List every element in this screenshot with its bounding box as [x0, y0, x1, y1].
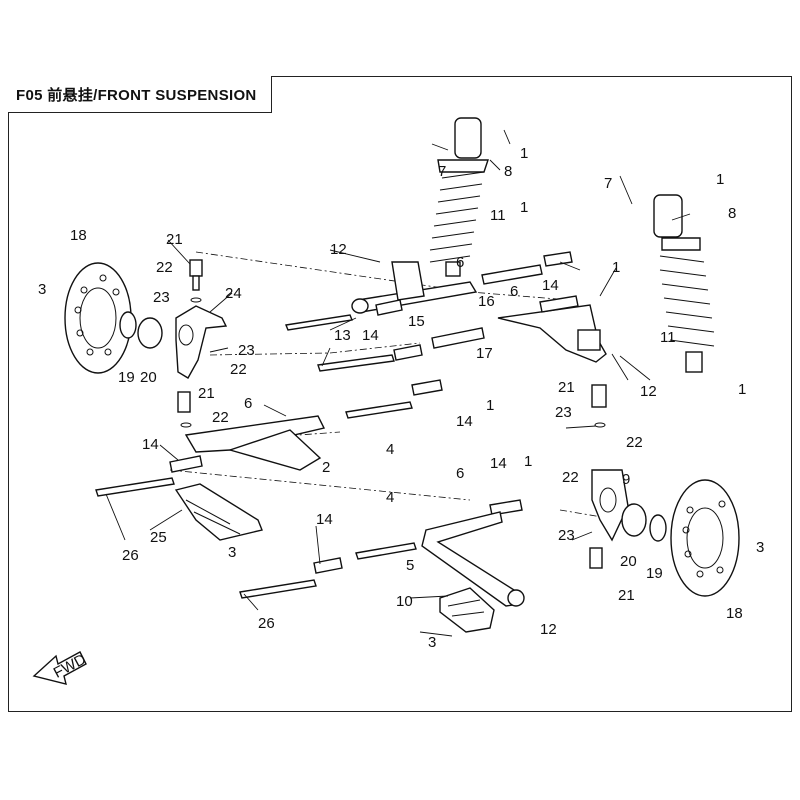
callout-1: 1: [520, 145, 528, 162]
callout-23: 23: [555, 404, 572, 421]
forward-direction-arrow: FWD: [32, 651, 89, 685]
callout-7: 7: [438, 163, 446, 180]
callout-1: 1: [716, 171, 724, 188]
callout-5: 5: [406, 557, 414, 574]
callout-6: 6: [510, 283, 518, 300]
callout-22: 22: [562, 469, 579, 486]
callout-16: 16: [478, 293, 495, 310]
left-skid-plate: [174, 483, 263, 541]
callout-11: 11: [490, 207, 506, 224]
callout-11: 11: [660, 329, 676, 346]
callout-24: 24: [225, 285, 242, 302]
right-wheel-bearing: [621, 503, 667, 542]
callout-3: 3: [38, 281, 46, 298]
callout-1: 1: [738, 381, 746, 398]
callout-13: 13: [334, 327, 351, 344]
callout-6: 6: [456, 465, 464, 482]
callout-2: 2: [322, 459, 330, 476]
callout-23: 23: [238, 342, 255, 359]
callout-22: 22: [626, 434, 643, 451]
callout-1: 1: [486, 397, 494, 414]
callout-20: 20: [620, 553, 637, 570]
callout-26: 26: [122, 547, 139, 564]
callout-14: 14: [490, 455, 507, 472]
callout-8: 8: [728, 205, 736, 222]
callout-26: 26: [258, 615, 275, 632]
callout-21: 21: [618, 587, 635, 604]
callout-23: 23: [558, 527, 575, 544]
left-ball-joints: [177, 259, 203, 428]
callout-19: 19: [646, 565, 663, 582]
diagram-frame: [8, 76, 792, 712]
callout-8: 8: [504, 163, 512, 180]
callout-21: 21: [558, 379, 575, 396]
callout-14: 14: [142, 436, 159, 453]
left-steering-knuckle: [175, 305, 228, 379]
callout-22: 22: [230, 361, 247, 378]
right-shock-absorber: [653, 194, 715, 373]
callout-9: 9: [622, 471, 630, 488]
callout-4: 4: [386, 441, 394, 458]
callout-20: 20: [140, 369, 157, 386]
callout-6: 6: [244, 395, 252, 412]
callout-3: 3: [756, 539, 764, 556]
bushings: [169, 251, 579, 574]
callout-12: 12: [640, 383, 657, 400]
callout-7: 7: [604, 175, 612, 192]
callout-10: 10: [396, 593, 413, 610]
left-shock-absorber: [429, 117, 489, 277]
callout-1: 1: [612, 259, 620, 276]
callout-14: 14: [362, 327, 379, 344]
callout-15: 15: [408, 313, 425, 330]
callout-23: 23: [153, 289, 170, 306]
upper-right-a-arm: [497, 304, 607, 363]
callout-1: 1: [524, 453, 532, 470]
callout-18: 18: [726, 605, 743, 622]
callout-14: 14: [316, 511, 333, 528]
callout-18: 18: [70, 227, 87, 244]
callout-19: 19: [118, 369, 135, 386]
lower-left-a-arm: [184, 415, 326, 471]
callout-25: 25: [150, 529, 167, 546]
left-wheel-bearing: [119, 311, 163, 349]
callout-14: 14: [456, 413, 473, 430]
page-title: F05 前悬挂/FRONT SUSPENSION: [8, 76, 272, 113]
callout-3: 3: [428, 634, 436, 651]
callout-4: 4: [386, 489, 394, 506]
callout-1: 1: [520, 199, 528, 216]
lower-right-a-arm: [421, 511, 525, 607]
callout-12: 12: [540, 621, 557, 638]
callout-22: 22: [212, 409, 229, 426]
callout-12: 12: [330, 241, 347, 258]
callout-14: 14: [542, 277, 559, 294]
leader-lines: [105, 129, 691, 637]
callout-21: 21: [198, 385, 215, 402]
right-skid-plate: [439, 587, 495, 633]
page-title-text: F05 前悬挂/FRONT SUSPENSION: [16, 86, 257, 104]
callout-22: 22: [156, 259, 173, 276]
pivot-shafts: [95, 314, 417, 599]
callout-6: 6: [456, 254, 464, 271]
callout-3: 3: [228, 544, 236, 561]
callout-17: 17: [476, 345, 493, 362]
right-brake-disc: [670, 479, 740, 597]
right-steering-knuckle: [589, 384, 629, 569]
callout-21: 21: [166, 231, 183, 248]
